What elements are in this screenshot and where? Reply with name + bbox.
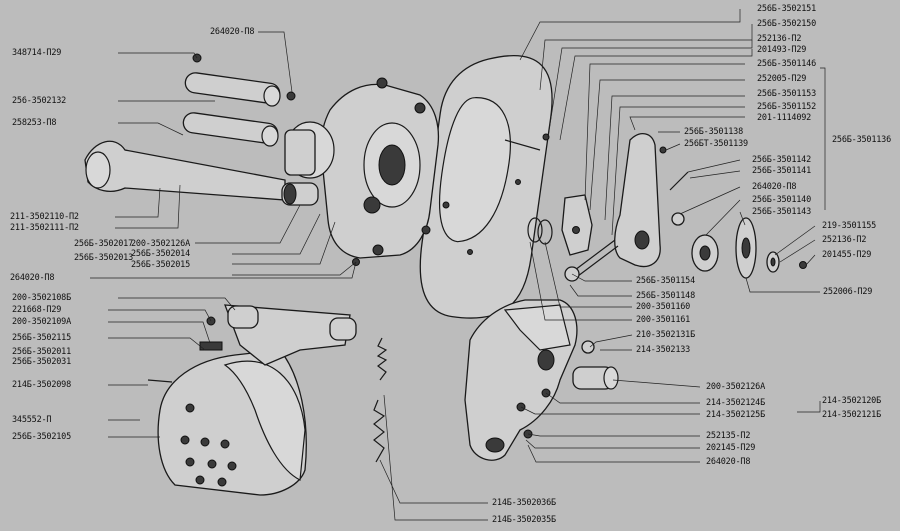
- label-256b-3502150: 256Б-3502150: [757, 19, 817, 29]
- label-201493-p29: 201493-П29: [757, 45, 807, 55]
- brake-housing: [284, 77, 440, 259]
- adjusting-lever: [614, 133, 661, 268]
- cover-plate: [561, 194, 593, 256]
- shoe-bracket: [224, 304, 357, 366]
- pin-upper: [184, 72, 281, 107]
- label-348714-p29: 348714-П29: [12, 48, 62, 58]
- label-264020-p8-d: 264020-П8: [706, 457, 751, 467]
- label-201-1114092: 201-1114092: [757, 113, 812, 123]
- label-264020-p8-b: 264020-П8: [10, 273, 55, 283]
- label-252006-p29: 252006-П29: [823, 287, 873, 297]
- gear-plate: [735, 217, 757, 279]
- label-200-3502126a-b: 200-3502126А: [706, 382, 766, 392]
- washer-right: [766, 251, 780, 273]
- o-rings: [527, 217, 553, 245]
- label-256b-3502151: 256Б-3502151: [757, 4, 817, 14]
- bolt-right: [799, 261, 807, 269]
- label-264020-p8-c: 264020-П8: [752, 182, 797, 192]
- label-256b-3502011: 256Б-3502011: [12, 347, 72, 357]
- label-256b-3502115: 256Б-3502115: [12, 333, 72, 343]
- bracket-bushing: [572, 366, 619, 390]
- bushing: [281, 182, 319, 206]
- label-200-3501160: 200-3501160: [636, 302, 691, 312]
- label-252136-p2-b: 252136-П2: [822, 235, 867, 245]
- label-200-3502108b: 200-3502108Б: [12, 293, 72, 303]
- label-200-3502126a-a: 200-3502126А: [131, 239, 191, 249]
- label-256bt-3501139: 256БТ-3501139: [684, 139, 748, 149]
- label-256b-3501146: 256Б-3501146: [757, 59, 817, 69]
- label-256b-3501152: 256Б-3501152: [757, 102, 817, 112]
- label-214b-3502035b: 214Б-3502035Б: [492, 515, 556, 525]
- bracket-nut: [581, 340, 595, 354]
- label-256b-3501138: 256Б-3501138: [684, 127, 744, 137]
- pin-lever: [669, 171, 689, 191]
- label-256b-3501142: 256Б-3501142: [752, 155, 812, 165]
- label-256b-3501141: 256Б-3501141: [752, 166, 812, 176]
- label-211-3502110: 211-3502110-П2: [10, 212, 79, 222]
- label-210-3502131b: 210-3502131Б: [636, 330, 696, 340]
- bolt-disc: [542, 133, 550, 141]
- label-256b-3501148: 256Б-3501148: [636, 291, 696, 301]
- label-256b-3502013: 256Б-3502013: [74, 253, 134, 263]
- label-252136-p2-a: 252136-П2: [757, 34, 802, 44]
- lever-shaft: [84, 140, 286, 201]
- label-214-3502133: 214-3502133: [636, 345, 691, 355]
- nut-top: [286, 91, 296, 101]
- rivet-shoe: [147, 379, 173, 383]
- label-202145-p29: 202145-П29: [706, 443, 756, 453]
- label-221668-p29: 221668-П29: [12, 305, 62, 315]
- mounting-bracket: [464, 299, 578, 461]
- label-256b-3501153: 256Б-3501153: [757, 89, 817, 99]
- pin-lower: [182, 112, 279, 147]
- label-200-3502109a: 200-3502109А: [12, 317, 72, 327]
- label-200-3501161: 200-3501161: [636, 315, 691, 325]
- label-214-3502124b: 214-3502124Б: [706, 398, 766, 408]
- worm-gear: [691, 234, 719, 272]
- label-256b-3502017: 256Б-3502017: [74, 239, 134, 249]
- label-214-3502121b: 214-3502121Б: [822, 410, 882, 420]
- label-214-3502120b: 214-3502120Б: [822, 396, 882, 406]
- label-214b-3502098: 214Б-3502098: [12, 380, 72, 390]
- label-219-3501155: 219-3501155: [822, 221, 877, 231]
- label-256b-3501136: 256Б-3501136: [832, 135, 892, 145]
- spring-lower: [373, 399, 386, 463]
- spring-upper: [376, 337, 388, 381]
- label-256b-3502105: 256Б-3502105: [12, 432, 72, 442]
- leader-lines: [90, 9, 826, 521]
- label-264020-p8-a: 264020-П8: [210, 27, 255, 37]
- label-201455-p29: 201455-П29: [822, 250, 872, 260]
- label-256b-3502031: 256Б-3502031: [12, 357, 72, 367]
- brake-shoe: [157, 349, 307, 496]
- brake-disc-plate: [419, 55, 553, 319]
- label-256b-3501140: 256Б-3501140: [752, 195, 812, 205]
- label-252005-p29: 252005-П29: [757, 74, 807, 84]
- label-256b-3501143: 256Б-3501143: [752, 207, 812, 217]
- label-252135-p2: 252135-П2: [706, 431, 751, 441]
- plug-lever: [659, 146, 667, 154]
- lining-holes: [180, 403, 237, 487]
- label-211-3502111: 211-3502111-П2: [10, 223, 79, 233]
- label-214b-3502036b: 214Б-3502036Б: [492, 498, 556, 508]
- label-256b-3502015: 256Б-3502015: [131, 260, 191, 270]
- label-256b-3502014: 256Б-3502014: [131, 249, 191, 259]
- label-256b-3501154: 256Б-3501154: [636, 276, 696, 286]
- nut-lever: [671, 212, 685, 226]
- label-345552-p: 345552-П: [12, 415, 52, 425]
- label-214-3502125b: 214-3502125Б: [706, 410, 766, 420]
- label-256-3502132: 256-3502132: [12, 96, 67, 106]
- label-258253-p8: 258253-П8: [12, 118, 57, 128]
